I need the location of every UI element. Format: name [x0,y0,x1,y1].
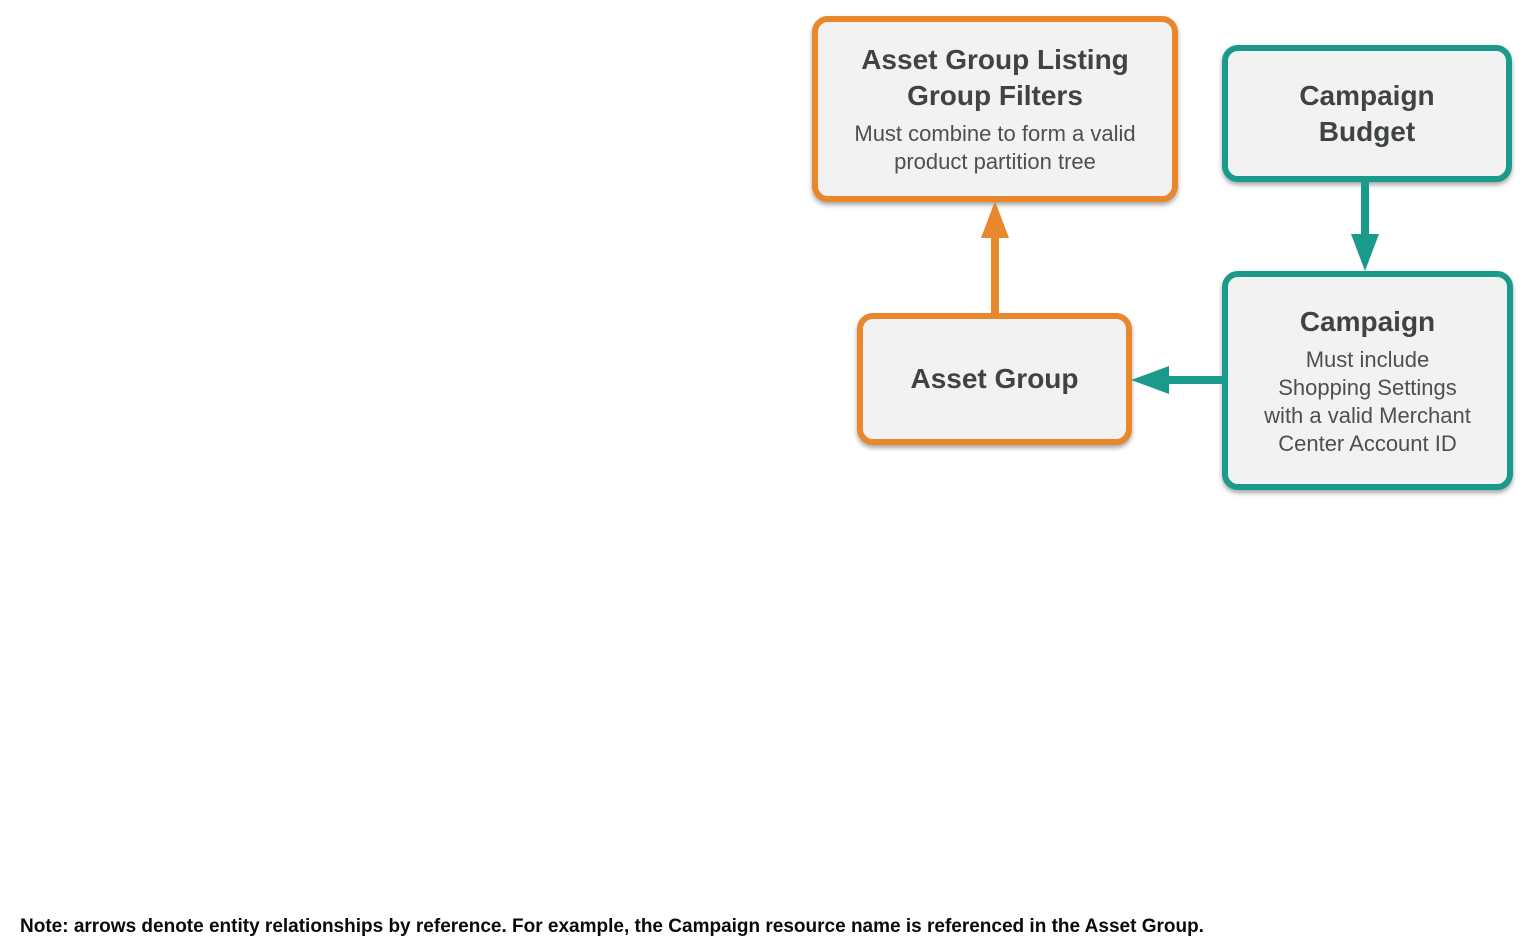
arrow-up-icon [981,201,1009,238]
node-campaign-budget: Campaign Budget [1222,45,1512,182]
node-asset-group: Asset Group [857,313,1132,445]
node-title: Campaign Budget [1299,79,1435,147]
node-asset-group-listing-group-filters: Asset Group Listing Group Filters Must c… [812,16,1178,202]
node-subtitle: Must include Shopping Settings with a va… [1264,346,1471,456]
arrow-campaign-to-asset-group-shaft [1168,376,1222,384]
node-campaign: Campaign Must include Shopping Settings … [1222,271,1513,490]
arrow-campaign-budget-to-campaign-shaft [1361,182,1369,235]
arrow-left-icon [1131,366,1169,394]
node-title: Asset Group [910,363,1079,394]
node-subtitle: Must combine to form a valid product par… [854,121,1136,174]
arrow-asset-group-to-listing-filters-shaft [991,237,999,315]
arrow-down-icon [1351,234,1379,271]
node-title: Asset Group Listing Group Filters [861,44,1129,111]
diagram-note: Note: arrows denote entity relationships… [20,916,1204,937]
node-title: Campaign [1299,305,1436,337]
